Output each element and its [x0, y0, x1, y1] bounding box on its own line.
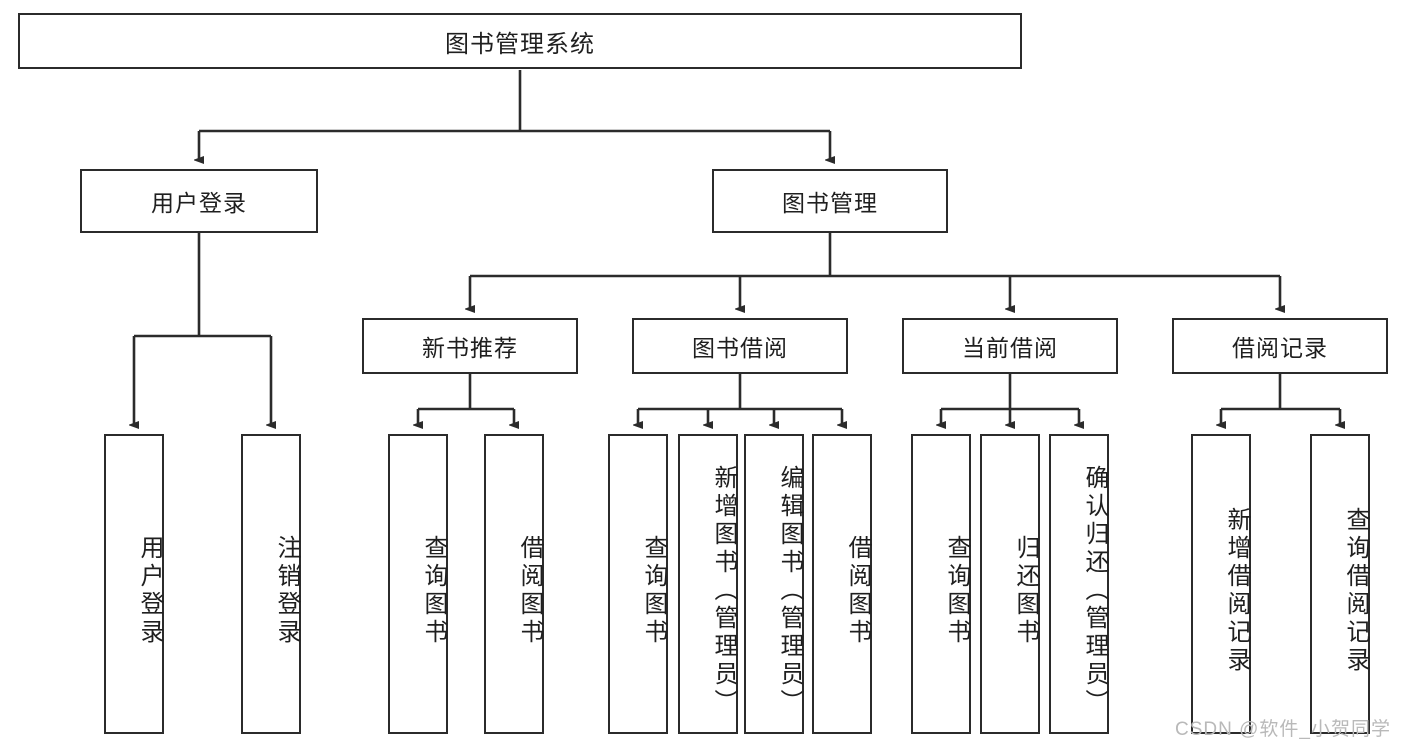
leaf-current-return-book[interactable]: 归还图书 [980, 434, 1040, 734]
leaf-recommend-borrow-book[interactable]: 借阅图书 [484, 434, 544, 734]
node-root-system[interactable]: 图书管理系统 [18, 13, 1022, 69]
node-current-borrow[interactable]: 当前借阅 [902, 318, 1118, 374]
node-label: 借阅记录 [1232, 335, 1328, 361]
node-label: 编辑图书（管理员） [776, 465, 803, 717]
node-user-login[interactable]: 用户登录 [80, 169, 318, 233]
node-label: 注销登录 [273, 535, 300, 647]
leaf-borrow-edit-book[interactable]: 编辑图书（管理员） [744, 434, 804, 734]
node-label: 图书管理系统 [445, 30, 595, 58]
leaf-current-query-book[interactable]: 查询图书 [911, 434, 971, 734]
node-label: 新增图书（管理员） [710, 465, 737, 717]
node-label: 图书借阅 [692, 335, 788, 361]
node-label: 查询图书 [420, 535, 447, 647]
node-label: 新增借阅记录 [1223, 507, 1250, 675]
leaf-user-login-login[interactable]: 用户登录 [104, 434, 164, 734]
watermark: CSDN @软件_小贺同学 [1175, 719, 1391, 740]
node-label: 查询借阅记录 [1342, 507, 1369, 675]
leaf-user-login-logout[interactable]: 注销登录 [241, 434, 301, 734]
leaf-record-add-record[interactable]: 新增借阅记录 [1191, 434, 1251, 734]
node-book-borrow[interactable]: 图书借阅 [632, 318, 848, 374]
node-label: 借阅图书 [516, 535, 543, 647]
node-label: 新书推荐 [422, 335, 518, 361]
node-borrow-record[interactable]: 借阅记录 [1172, 318, 1388, 374]
leaf-borrow-add-book[interactable]: 新增图书（管理员） [678, 434, 738, 734]
leaf-recommend-query-book[interactable]: 查询图书 [388, 434, 448, 734]
node-new-book-recommend[interactable]: 新书推荐 [362, 318, 578, 374]
node-label: 用户登录 [136, 535, 163, 647]
node-label: 归还图书 [1012, 535, 1039, 647]
node-book-management[interactable]: 图书管理 [712, 169, 948, 233]
node-label: 图书管理 [782, 190, 878, 216]
leaf-record-query-record[interactable]: 查询借阅记录 [1310, 434, 1370, 734]
node-label: 查询图书 [943, 535, 970, 647]
leaf-current-confirm-return[interactable]: 确认归还（管理员） [1049, 434, 1109, 734]
node-label: 当前借阅 [962, 335, 1058, 361]
node-label: 确认归还（管理员） [1081, 465, 1108, 717]
node-label: 查询图书 [640, 535, 667, 647]
node-label: 借阅图书 [844, 535, 871, 647]
node-label: 用户登录 [151, 190, 247, 216]
leaf-borrow-borrow-book[interactable]: 借阅图书 [812, 434, 872, 734]
leaf-borrow-query-book[interactable]: 查询图书 [608, 434, 668, 734]
